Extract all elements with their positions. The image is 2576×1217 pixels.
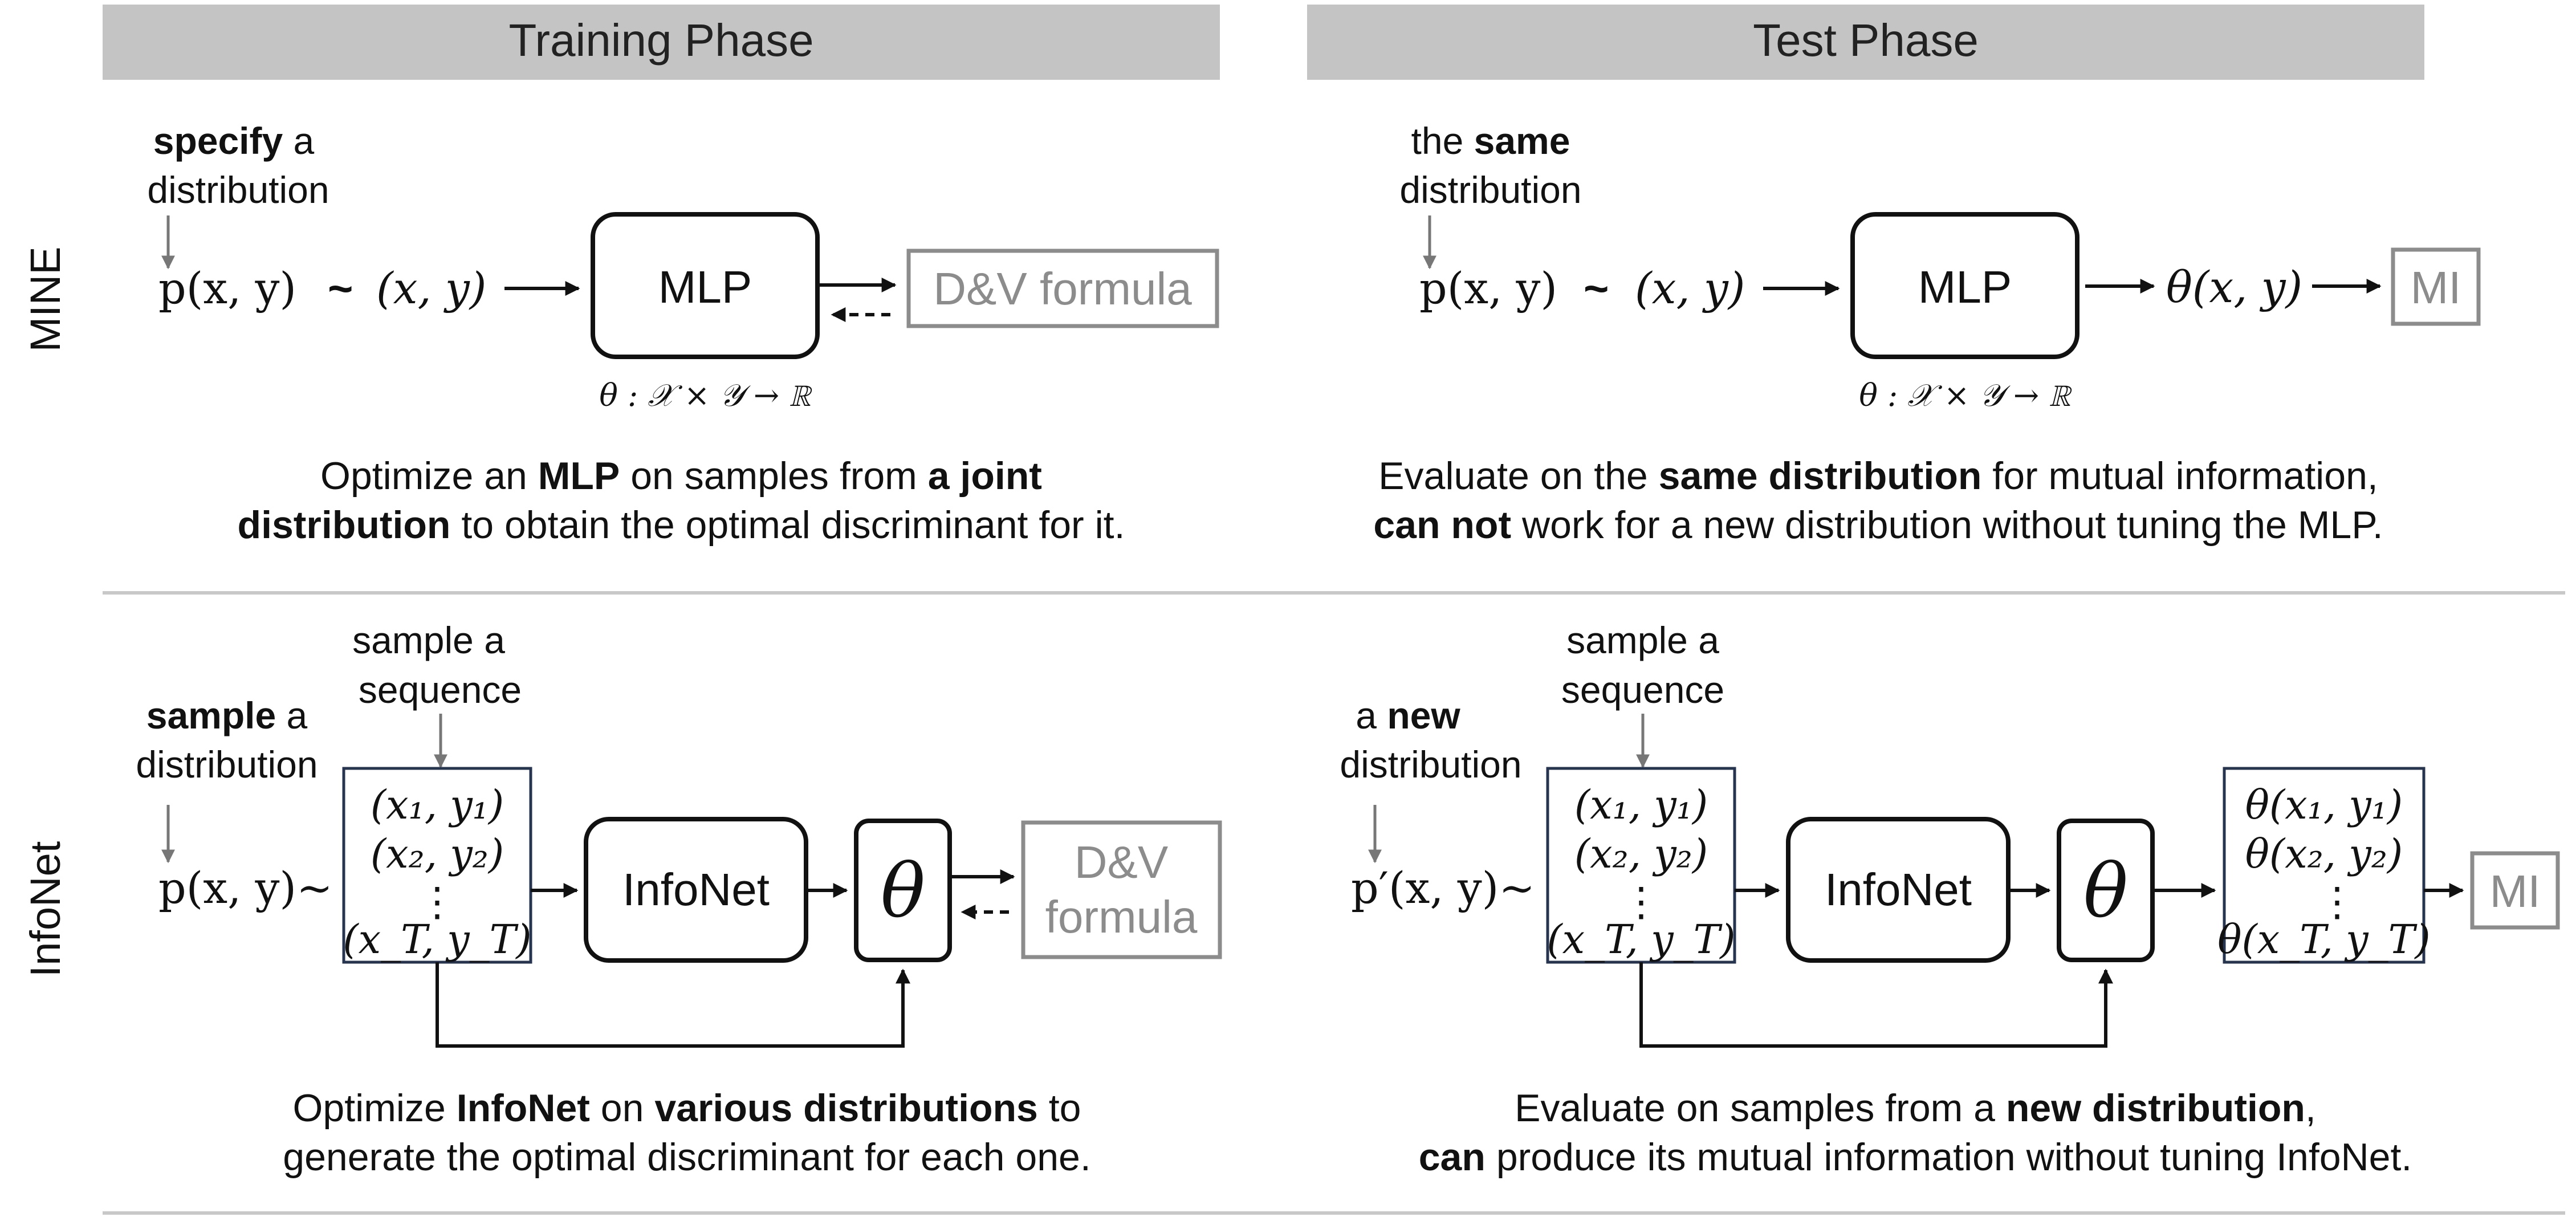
skip-connection-arrow-test xyxy=(1639,962,2113,1048)
tilde-test: ~ xyxy=(1584,264,1609,313)
sequence-box xyxy=(342,767,532,964)
output-ellipsis: ⋮ xyxy=(2317,878,2357,925)
mi-label-test: MI xyxy=(2490,866,2541,917)
mlp-signature-test: θ : 𝒳 × 𝒴 → ℝ xyxy=(1859,377,2072,413)
theta-symbol-test: θ xyxy=(2083,848,2128,934)
mine-train-desc-line2: distribution to obtain the optimal discr… xyxy=(238,503,1125,547)
sample-sequence-note-test-line2: sequence xyxy=(1561,669,1724,711)
tilde: ~ xyxy=(328,264,353,313)
infonet-label: InfoNet xyxy=(622,864,770,915)
infonet-training-panel: sample a sequence sample a distribution … xyxy=(136,619,1222,1179)
mlp-box-test xyxy=(1850,212,2079,359)
row-label-mine: MINE xyxy=(22,247,69,352)
row-label-infonet: InfoNet xyxy=(22,841,69,977)
same-note-line2: distribution xyxy=(1399,169,1581,211)
mi-label: MI xyxy=(2411,262,2461,313)
dv-label-line1: D&V xyxy=(1075,837,1169,888)
theta-symbol: θ xyxy=(881,848,925,934)
info-test-desc-line1: Evaluate on samples from a new distribut… xyxy=(1515,1086,2316,1130)
output-item-2: θ(x₂, y₂) xyxy=(2245,831,2403,877)
new-note-line2: distribution xyxy=(1340,743,1521,785)
theta-box xyxy=(854,819,952,962)
output-item-t: θ(x_T, y_T) xyxy=(2217,916,2430,963)
info-train-desc-line2: generate the optimal discriminant for ea… xyxy=(283,1135,1090,1179)
distribution-p-prime: p′(x, y)~ xyxy=(1351,862,1535,913)
specify-note: specify a xyxy=(153,120,315,162)
seq-item-1-test: (x₁, y₁) xyxy=(1574,782,1708,828)
outputs-box xyxy=(2223,767,2426,964)
dv-formula-box xyxy=(906,249,1219,328)
seq-ellipsis-test: ⋮ xyxy=(1621,878,1661,925)
mine-train-desc-line1: Optimize an MLP on samples from a joint xyxy=(320,454,1042,498)
sample-xy-test: (x, y) xyxy=(1635,263,1745,314)
skip-connection-arrow xyxy=(436,962,910,1048)
distribution-p: p(x, y) xyxy=(158,263,296,314)
mlp-label: MLP xyxy=(658,262,752,312)
output-item-1: θ(x₁, y₁) xyxy=(2245,782,2403,828)
infonet-test-panel: sample a sequence a new distribution p′(… xyxy=(1340,619,2560,1179)
mine-training-panel: specify a distribution p(x, y) ~ (x, y) … xyxy=(147,120,1219,547)
infonet-label-test: InfoNet xyxy=(1825,864,1972,915)
seq-item-t: (x_T, y_T) xyxy=(343,916,531,963)
seq-item-2: (x₂, y₂) xyxy=(371,831,504,877)
specify-note-line2: distribution xyxy=(147,169,329,211)
seq-item-t-test: (x_T, y_T) xyxy=(1547,916,1735,963)
sample-note-line2: distribution xyxy=(136,743,318,785)
mine-test-desc-line1: Evaluate on the same distribution for mu… xyxy=(1378,454,2378,498)
new-note: a new xyxy=(1356,694,1460,736)
training-header-bar xyxy=(103,5,1220,80)
mlp-label-test: MLP xyxy=(1918,262,2012,312)
mi-box-test xyxy=(2470,851,2560,930)
training-header: Training Phase xyxy=(508,15,813,66)
distribution-p-test: p(x, y) xyxy=(1419,263,1557,314)
dv-formula-box-info xyxy=(1021,820,1222,959)
seq-ellipsis: ⋮ xyxy=(417,878,457,925)
sample-xy: (x, y) xyxy=(376,263,486,314)
seq-item-2-test: (x₂, y₂) xyxy=(1574,831,1708,877)
mine-test-panel: the same distribution p(x, y) ~ (x, y) M… xyxy=(1373,120,2481,547)
sequence-box-test xyxy=(1546,767,1736,964)
mlp-signature: θ : 𝒳 × 𝒴 → ℝ xyxy=(599,377,812,413)
dv-formula-label: D&V formula xyxy=(933,263,1192,314)
sample-sequence-note-line2: sequence xyxy=(359,669,522,711)
info-test-desc-line2: can produce its mutual information witho… xyxy=(1419,1135,2412,1179)
info-train-desc-line1: Optimize InfoNet on various distribution… xyxy=(293,1086,1081,1130)
sample-sequence-note-test: sample a xyxy=(1566,619,1719,661)
dv-label-line2: formula xyxy=(1045,892,1198,942)
mi-box xyxy=(2391,247,2481,326)
test-header: Test Phase xyxy=(1753,15,1979,66)
test-header-bar xyxy=(1307,5,2424,80)
mlp-box xyxy=(591,212,820,359)
same-note: the same xyxy=(1411,120,1570,162)
sample-note: sample a xyxy=(146,694,308,736)
theta-output: θ(x, y) xyxy=(2166,262,2302,312)
sample-sequence-note: sample a xyxy=(352,619,505,661)
seq-item-1: (x₁, y₁) xyxy=(371,782,504,828)
mine-test-desc-line2: can not work for a new distribution with… xyxy=(1373,503,2383,547)
theta-box-test xyxy=(2057,819,2155,962)
distribution-p-info: p(x, y)~ xyxy=(158,862,333,913)
